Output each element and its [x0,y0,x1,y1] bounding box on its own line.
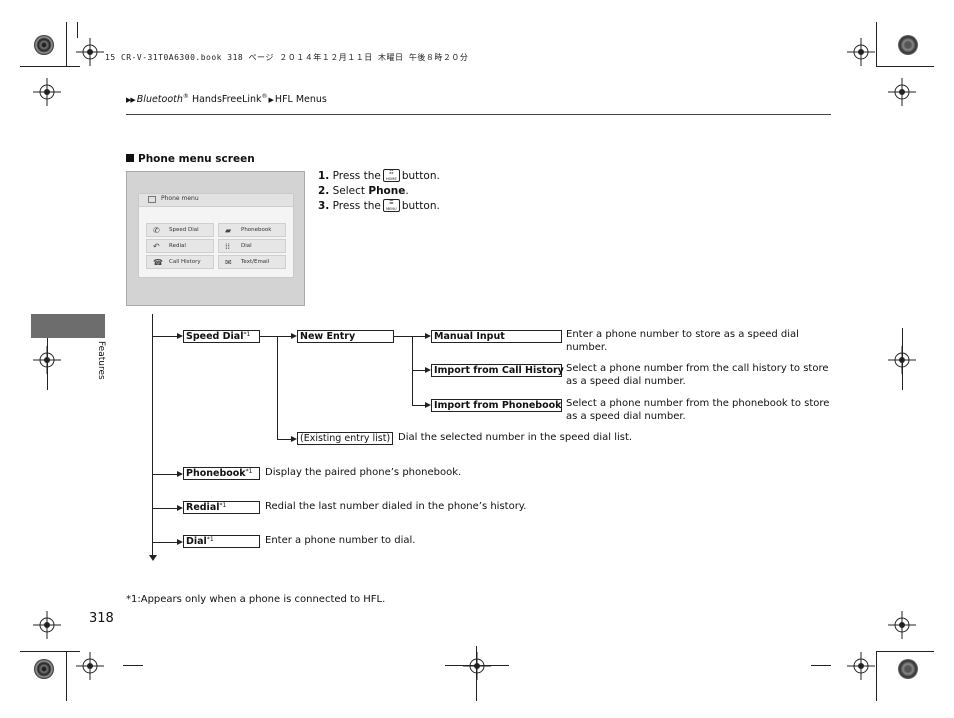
breadcrumb-current: HFL Menus [275,94,327,105]
screen-btn-phonebook: ▰Phonebook [218,223,286,237]
print-header: 15 CR-V-31T0A6300.book 318 ページ ２０１４年１２月１… [105,52,468,63]
node-new-entry: New Entry [297,330,394,343]
crop-line [123,665,143,666]
desc-import-phonebook: Select a phone number from the phonebook… [566,398,834,423]
node-dial: Dial*1 [183,535,260,548]
desc-dial: Enter a phone number to dial. [265,535,415,548]
desc-redial: Redial the last number dialed in the pho… [265,501,526,514]
screen-btn-call-history: ☎Call History [146,255,214,269]
connector-line [260,336,292,337]
crop-line [876,66,934,67]
node-redial: Redial*1 [183,501,260,514]
phone-icon [148,196,156,203]
phone-menu-screen-image: Phone menu ✆Speed Dial ▰Phonebook ↶Redia… [126,171,305,306]
desc-phonebook: Display the paired phone’s phonebook. [265,467,461,480]
crop-line [811,665,831,666]
crosshair-icon [33,611,61,639]
breadcrumb-handsfreelink: HandsFreeLink [192,94,262,105]
screen-btn-speed-dial: ✆Speed Dial [146,223,214,237]
node-import-call-history: Import from Call History [431,364,562,377]
crosshair-icon [847,652,875,680]
desc-manual-input: Enter a phone number to store as a speed… [566,329,828,354]
crosshair-icon [463,652,491,680]
crosshair-icon [76,38,104,66]
header-rule [126,114,831,115]
crop-line [20,651,80,652]
down-arrow-icon [149,555,157,561]
registration-gear-icon [34,35,54,55]
crop-line [902,328,903,390]
phonebook-icon: ▰ [225,226,231,235]
node-import-phonebook: Import from Phonebook [431,399,562,412]
connector-line [412,405,426,406]
crosshair-icon [888,611,916,639]
registration-gear-icon [898,35,918,55]
crop-line [20,66,80,67]
crop-line [876,22,877,67]
breadcrumb-arrow-icon: ▶▶ [126,96,135,104]
connector-line [412,370,426,371]
desc-existing-entry-list: Dial the selected number in the speed di… [398,432,632,445]
breadcrumb-bluetooth: Bluetooth [137,94,183,105]
crosshair-icon [847,38,875,66]
connector-line [152,508,178,509]
connector-line [152,474,178,475]
connector-line [152,542,178,543]
speed-dial-icon: ✆ [153,226,160,235]
node-speed-dial: Speed Dial*1 [183,330,260,343]
breadcrumb-arrow-icon: ▶ [269,96,274,104]
message-icon: ✉ [225,258,232,267]
crop-line [476,646,477,701]
menu-button-icon: ☰MENU [383,199,400,212]
tree-trunk-line [152,314,153,558]
section-side-label: Features [96,341,106,380]
page-number: 318 [89,611,114,626]
connector-line [277,336,278,439]
screen-title: Phone menu [161,195,199,202]
footnote: *1:Appears only when a phone is connecte… [126,594,385,605]
square-bullet-icon [126,154,134,162]
screen-titlebar: Phone menu [139,194,293,207]
registered-mark: ® [183,93,189,100]
crop-line [445,665,509,666]
crop-line [66,22,67,67]
screen-btn-redial: ↶Redial [146,239,214,253]
node-existing-entry-list: (Existing entry list) [297,432,393,445]
keypad-icon: ⁞⁞ [225,242,230,251]
home-button-icon: ☷HOME [383,169,400,182]
step-2: 2. Select Phone. [318,184,440,199]
connector-line [277,439,292,440]
registration-gear-icon [898,659,918,679]
redial-icon: ↶ [153,242,160,251]
crosshair-icon [888,78,916,106]
crosshair-icon [33,78,61,106]
connector-line [394,336,426,337]
registration-gear-icon [34,659,54,679]
section-side-tab [31,314,105,338]
crop-line [876,651,877,701]
registered-mark: ® [262,93,268,100]
crop-line [66,651,67,701]
crop-line [876,651,934,652]
node-phonebook: Phonebook*1 [183,467,260,480]
screen-frame: Phone menu ✆Speed Dial ▰Phonebook ↶Redia… [138,193,294,278]
connector-line [152,336,178,337]
section-title-text: Phone menu screen [138,153,255,165]
desc-import-call-history: Select a phone number from the call hist… [566,363,834,388]
crop-line [77,22,78,38]
section-title: Phone menu screen [126,153,255,165]
breadcrumb: ▶▶Bluetooth® HandsFreeLink®▶HFL Menus [126,93,327,105]
node-manual-input: Manual Input [431,330,562,343]
screen-btn-dial: ⁞⁞Dial [218,239,286,253]
screen-btn-text-email: ✉Text/Email [218,255,286,269]
call-history-icon: ☎ [153,258,163,267]
connector-line [412,336,413,406]
crosshair-icon [76,652,104,680]
